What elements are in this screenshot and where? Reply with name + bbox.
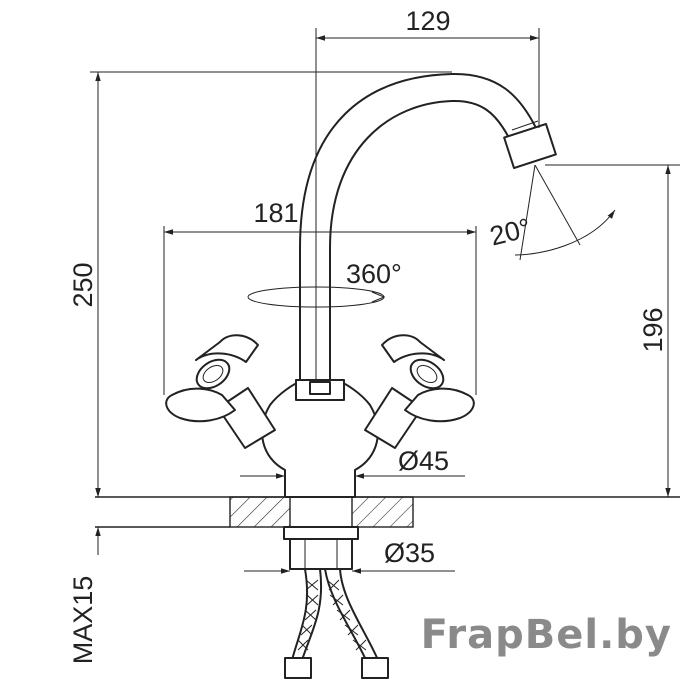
dim-label-45: Ø45 xyxy=(398,446,449,476)
dim-label-20: 20° xyxy=(487,213,534,252)
dim-label-360: 360° xyxy=(346,259,402,289)
dim-label-250: 250 xyxy=(68,262,98,307)
dim-label-181: 181 xyxy=(253,198,298,228)
dim-total-height: 250 xyxy=(68,71,452,497)
dim-spout-angle: 20° xyxy=(487,164,616,261)
watermark: FrapBel.by xyxy=(420,612,672,658)
dim-label-max15: MAX15 xyxy=(68,576,98,665)
dim-spout-reach: 129 xyxy=(315,6,540,380)
countertop xyxy=(95,496,680,528)
dim-thread-diameter: Ø35 xyxy=(244,538,455,574)
aerator xyxy=(503,122,557,170)
right-handle xyxy=(364,334,475,449)
mounting-nut xyxy=(283,526,359,570)
dim-label-35: Ø35 xyxy=(384,538,435,568)
dim-handle-span: 181 xyxy=(163,198,477,395)
dim-outlet-height: 196 xyxy=(545,164,680,497)
supply-hoses xyxy=(284,568,389,679)
dim-body-diameter: Ø45 xyxy=(240,446,465,479)
dim-label-129: 129 xyxy=(405,6,450,36)
left-handle xyxy=(165,334,276,449)
dim-label-196: 196 xyxy=(638,307,668,352)
dim-max-thickness: MAX15 xyxy=(68,470,101,665)
